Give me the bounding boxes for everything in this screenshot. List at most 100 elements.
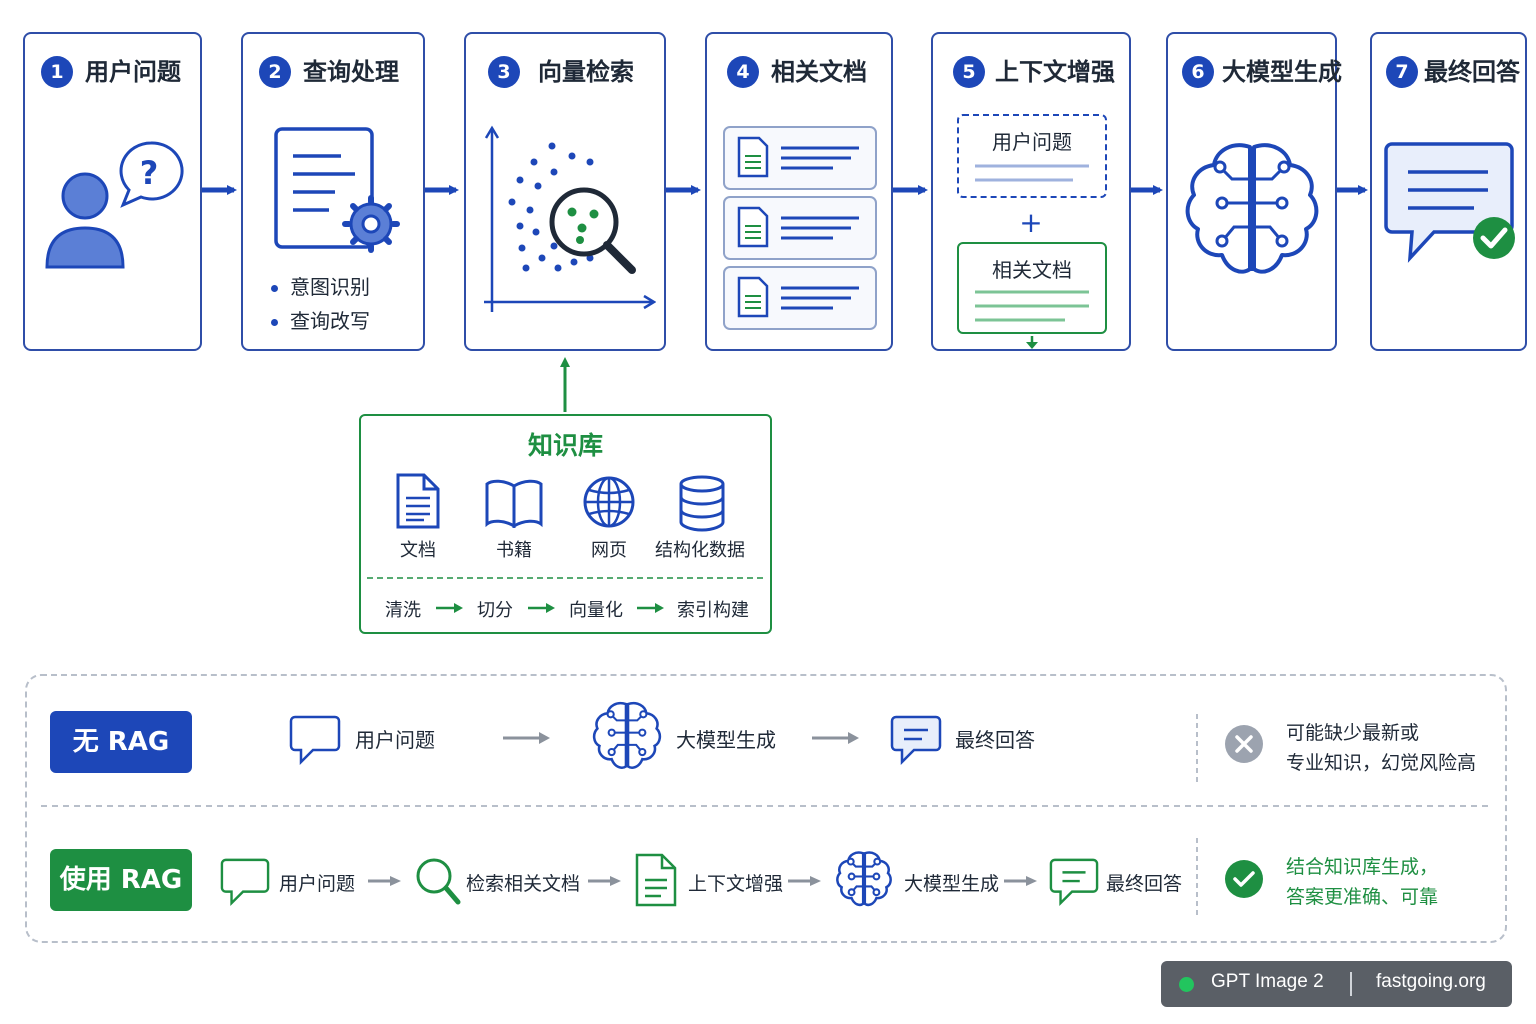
status-dot-icon (1179, 977, 1194, 992)
badge-site: fastgoing.org (1376, 971, 1486, 992)
flow-step-answer: 最终回答 (955, 728, 1035, 752)
flow-step-user-question: 用户问题 (355, 728, 435, 752)
arrow-right-icon (588, 876, 621, 886)
bullet-item: 查询改写 (271, 304, 370, 338)
kb-divider (367, 577, 765, 579)
without-rag-tag: 无 RAG (50, 711, 192, 773)
kb-step-label: 切分 (477, 600, 513, 621)
kb-source-label: 结构化数据 (655, 540, 745, 561)
flow-step-user-question: 用户问题 (279, 873, 356, 895)
stage-title: 相关文档 (771, 58, 867, 86)
doc-card (723, 126, 877, 190)
kb-step-label: 清洗 (385, 600, 421, 621)
text-lines-icon (975, 290, 1089, 322)
document-icon (635, 853, 677, 907)
arrow-right-icon (812, 732, 859, 744)
flow-step-answer: 最终回答 (1106, 873, 1183, 895)
check-circle-icon (1225, 860, 1263, 898)
document-list-icon (723, 126, 877, 330)
with-rag-note: 结合知识库生成， 答案更准确、可靠 (1286, 852, 1438, 912)
with-rag-tag: 使用 RAG (50, 849, 192, 911)
context-docs-box: 相关文档 (957, 242, 1107, 334)
note-separator (1196, 838, 1198, 916)
badge-separator (1350, 972, 1352, 996)
answer-bubble-icon (890, 715, 942, 766)
kb-step-label: 索引构建 (677, 600, 749, 621)
flow-step-llm: 大模型生成 (904, 873, 1000, 895)
stage-number: 3 (488, 56, 520, 88)
note-line: 可能缺少最新或 (1286, 722, 1420, 744)
arrow-right-icon (637, 603, 664, 613)
svg-text:?: ? (140, 154, 159, 192)
bullet-text: 查询改写 (290, 309, 370, 333)
arrow-right-icon (1004, 876, 1037, 886)
context-question-label: 用户问题 (992, 130, 1072, 154)
stage-context-augmentation: 5 上下文增强 用户问题 + 相关文档 (931, 32, 1131, 351)
stage-title: 向量检索 (538, 58, 634, 86)
document-gear-icon (274, 127, 400, 253)
kb-source-label: 文档 (400, 540, 436, 561)
doc-card (723, 196, 877, 260)
chat-bubble-icon (289, 715, 341, 766)
vector-scatter-magnifier-icon (484, 125, 656, 312)
stage-title: 查询处理 (303, 58, 399, 86)
stage-number: 5 (953, 56, 985, 88)
flow-step-retrieve: 检索相关文档 (466, 873, 581, 895)
search-icon (416, 858, 461, 905)
arrow-right-icon (503, 732, 550, 744)
chat-bubble-icon (220, 858, 270, 907)
stage-query-processing: 2 查询处理 意图识别 查询改写 (241, 32, 425, 351)
stage-title: 最终回答 (1424, 58, 1520, 86)
badge-model-name: GPT Image 2 (1211, 971, 1324, 992)
answer-bubble-icon (1049, 858, 1099, 907)
brain-icon (592, 701, 662, 769)
text-lines-icon (975, 164, 1089, 182)
down-arrow-icon (1026, 336, 1038, 349)
bullet-dot-icon (271, 319, 278, 326)
user-question-icon: ? (45, 141, 184, 269)
bullet-item: 意图识别 (271, 270, 370, 304)
answer-chat-check-icon (1384, 142, 1515, 263)
note-separator (1196, 714, 1198, 784)
arrow-right-icon (368, 876, 401, 886)
stage-final-answer: 7 最终回答 (1370, 32, 1527, 351)
note-line: 专业知识，幻觉风险高 (1286, 752, 1477, 774)
database-icon (679, 475, 725, 532)
cross-circle-icon (1225, 725, 1263, 763)
stage-vector-search: 3 向量检索 (464, 32, 666, 351)
document-icon (396, 473, 440, 529)
without-rag-note: 可能缺少最新或 专业知识，幻觉风险高 (1286, 718, 1476, 778)
comparison-panel (25, 674, 1507, 943)
stage-number: 7 (1386, 56, 1418, 88)
bullet-dot-icon (271, 285, 278, 292)
arrow-right-icon (788, 876, 821, 886)
stage-llm-generation: 6 大模型生成 (1166, 32, 1342, 351)
book-icon (485, 479, 543, 528)
doc-card (723, 266, 877, 330)
stage-number: 4 (727, 56, 759, 88)
stage-relevant-docs: 4 相关文档 (705, 32, 893, 351)
comparison-divider (41, 805, 1493, 807)
flow-step-llm: 大模型生成 (676, 728, 776, 752)
knowledge-base-panel: 知识库 文档 书籍 网页 结构化数据 清洗 切分 向量化 (359, 414, 772, 634)
stage-number: 6 (1182, 56, 1214, 88)
kb-source-label: 网页 (591, 540, 627, 561)
brain-icon (1185, 143, 1319, 274)
stage-number: 1 (41, 56, 73, 88)
query-processing-bullets: 意图识别 查询改写 (271, 270, 370, 338)
context-question-box: 用户问题 (957, 114, 1107, 198)
stage-number: 2 (259, 56, 291, 88)
note-line: 答案更准确、可靠 (1286, 886, 1439, 908)
stage-title: 大模型生成 (1222, 58, 1342, 86)
kb-source-label: 书籍 (496, 540, 532, 561)
plus-sign: + (1019, 206, 1043, 239)
arrow-right-icon (436, 603, 463, 613)
stage-title: 用户问题 (85, 58, 181, 86)
stage-title: 上下文增强 (995, 58, 1115, 86)
bullet-text: 意图识别 (290, 275, 370, 299)
context-docs-label: 相关文档 (992, 258, 1072, 282)
knowledge-base-title: 知识库 (527, 431, 603, 460)
flow-step-augment: 上下文增强 (688, 873, 784, 895)
stage-user-question: 1 用户问题 ? (23, 32, 202, 351)
